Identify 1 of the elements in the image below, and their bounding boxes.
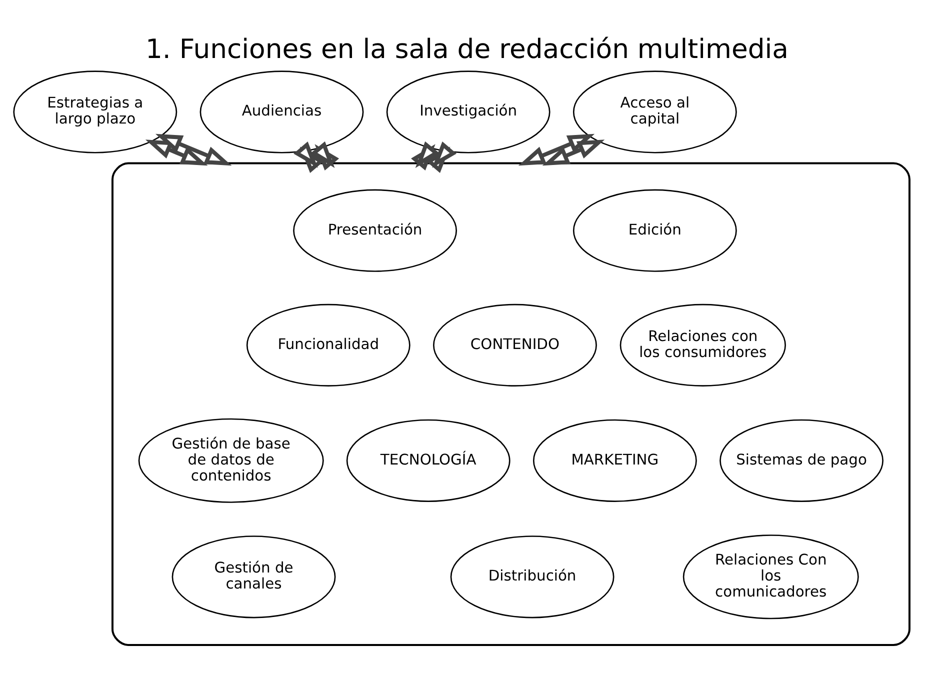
diagram-title: 1. Funciones en la sala de redacción multimedia xyxy=(145,34,789,65)
